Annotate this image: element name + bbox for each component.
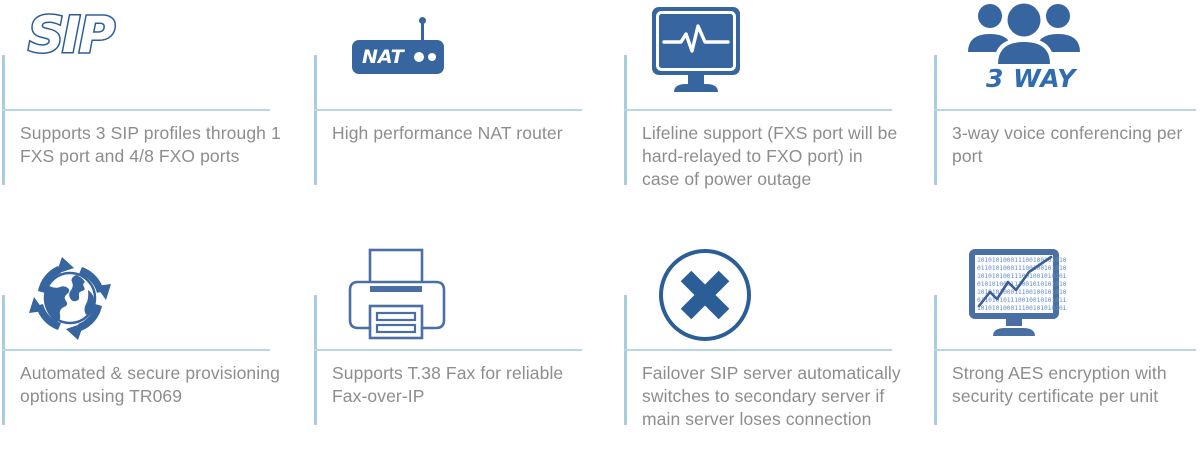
icon-zone: [18, 242, 278, 346]
icon-zone: [640, 242, 900, 346]
globe-refresh-icon: [29, 257, 111, 340]
feature-caption: Failover SIP server automatically switch…: [642, 363, 901, 429]
feature-caption: Supports T.38 Fax for reliable Fax-over-…: [332, 363, 564, 406]
feature-card-lifeline-support: Lifeline support (FXS port will be hard-…: [622, 0, 922, 229]
sip-wordmark-icon: SIP: [26, 5, 116, 66]
vertical-divider: [314, 295, 317, 425]
three-people-icon: [968, 2, 1080, 64]
svg-text:101010100111001001010101: 101010100111001001010101: [977, 273, 1066, 280]
vertical-divider: [314, 55, 317, 185]
circle-x-icon: [659, 249, 751, 341]
horizontal-divider: [624, 109, 892, 111]
feature-card-sip-profiles: SIP Supports 3 SIP profiles through 1 FX…: [0, 0, 300, 229]
monitor-heartbeat-icon: [652, 7, 740, 92]
vertical-divider: [624, 55, 627, 185]
horizontal-divider: [2, 349, 270, 351]
icon-zone: NAT: [330, 2, 590, 106]
icon-zone: 101010100011100100101010 011010100011100…: [950, 242, 1200, 346]
feature-caption: Automated & secure provisioning options …: [20, 363, 280, 406]
horizontal-divider: [2, 109, 270, 111]
icon-zone: [640, 2, 900, 106]
horizontal-divider: [624, 349, 892, 351]
nat-router-glyph: NAT: [352, 17, 444, 74]
vertical-divider: [2, 295, 5, 425]
feature-card-auto-provisioning: Automated & secure provisioning options …: [0, 240, 300, 469]
vertical-divider: [2, 55, 5, 185]
svg-text:101010100011100100101010: 101010100011100100101010: [977, 289, 1066, 296]
icon-zone: 3 WAY: [950, 2, 1200, 106]
svg-text:011010100011100100101010: 011010100011100100101010: [977, 265, 1066, 272]
vertical-divider: [934, 55, 937, 185]
horizontal-divider: [314, 349, 582, 351]
feature-card-failover-sip-server: Failover SIP server automatically switch…: [622, 240, 922, 469]
horizontal-divider: [934, 349, 1196, 351]
feature-caption: High performance NAT router: [332, 123, 563, 143]
icon-zone: [330, 242, 590, 346]
horizontal-divider: [314, 109, 582, 111]
monitor-binary-chart-icon: 101010100011100100101010 011010100011100…: [969, 249, 1066, 336]
svg-text:101010100011100100101010: 101010100011100100101010: [977, 257, 1066, 264]
feature-card-t38-fax: Supports T.38 Fax for reliable Fax-over-…: [312, 240, 612, 469]
three-way-label: 3 WAY: [986, 64, 1076, 93]
vertical-divider: [624, 295, 627, 425]
vertical-divider: [934, 295, 937, 425]
svg-text:011010101110010010101011: 011010101110010010101011: [977, 297, 1066, 304]
feature-card-aes-encryption: 101010100011100100101010 011010100011100…: [932, 240, 1200, 469]
svg-text:101010100011100101010101: 101010100011100101010101: [977, 305, 1066, 312]
nat-router-icon: NAT: [350, 16, 460, 78]
feature-caption: Supports 3 SIP profiles through 1 FXS po…: [20, 123, 281, 166]
feature-caption: Lifeline support (FXS port will be hard-…: [642, 123, 898, 189]
svg-text:NAT: NAT: [362, 46, 406, 68]
icon-zone: SIP: [18, 2, 278, 106]
feature-caption: Strong AES encryption with security cert…: [952, 363, 1167, 406]
printer-fax-icon: [348, 248, 446, 340]
feature-card-nat-router: NAT High performance NAT router: [312, 0, 612, 229]
horizontal-divider: [934, 109, 1196, 111]
feature-card-three-way-conferencing: 3 WAY 3-way voice conferencing per port: [932, 0, 1200, 229]
feature-caption: 3-way voice conferencing per port: [952, 123, 1183, 166]
